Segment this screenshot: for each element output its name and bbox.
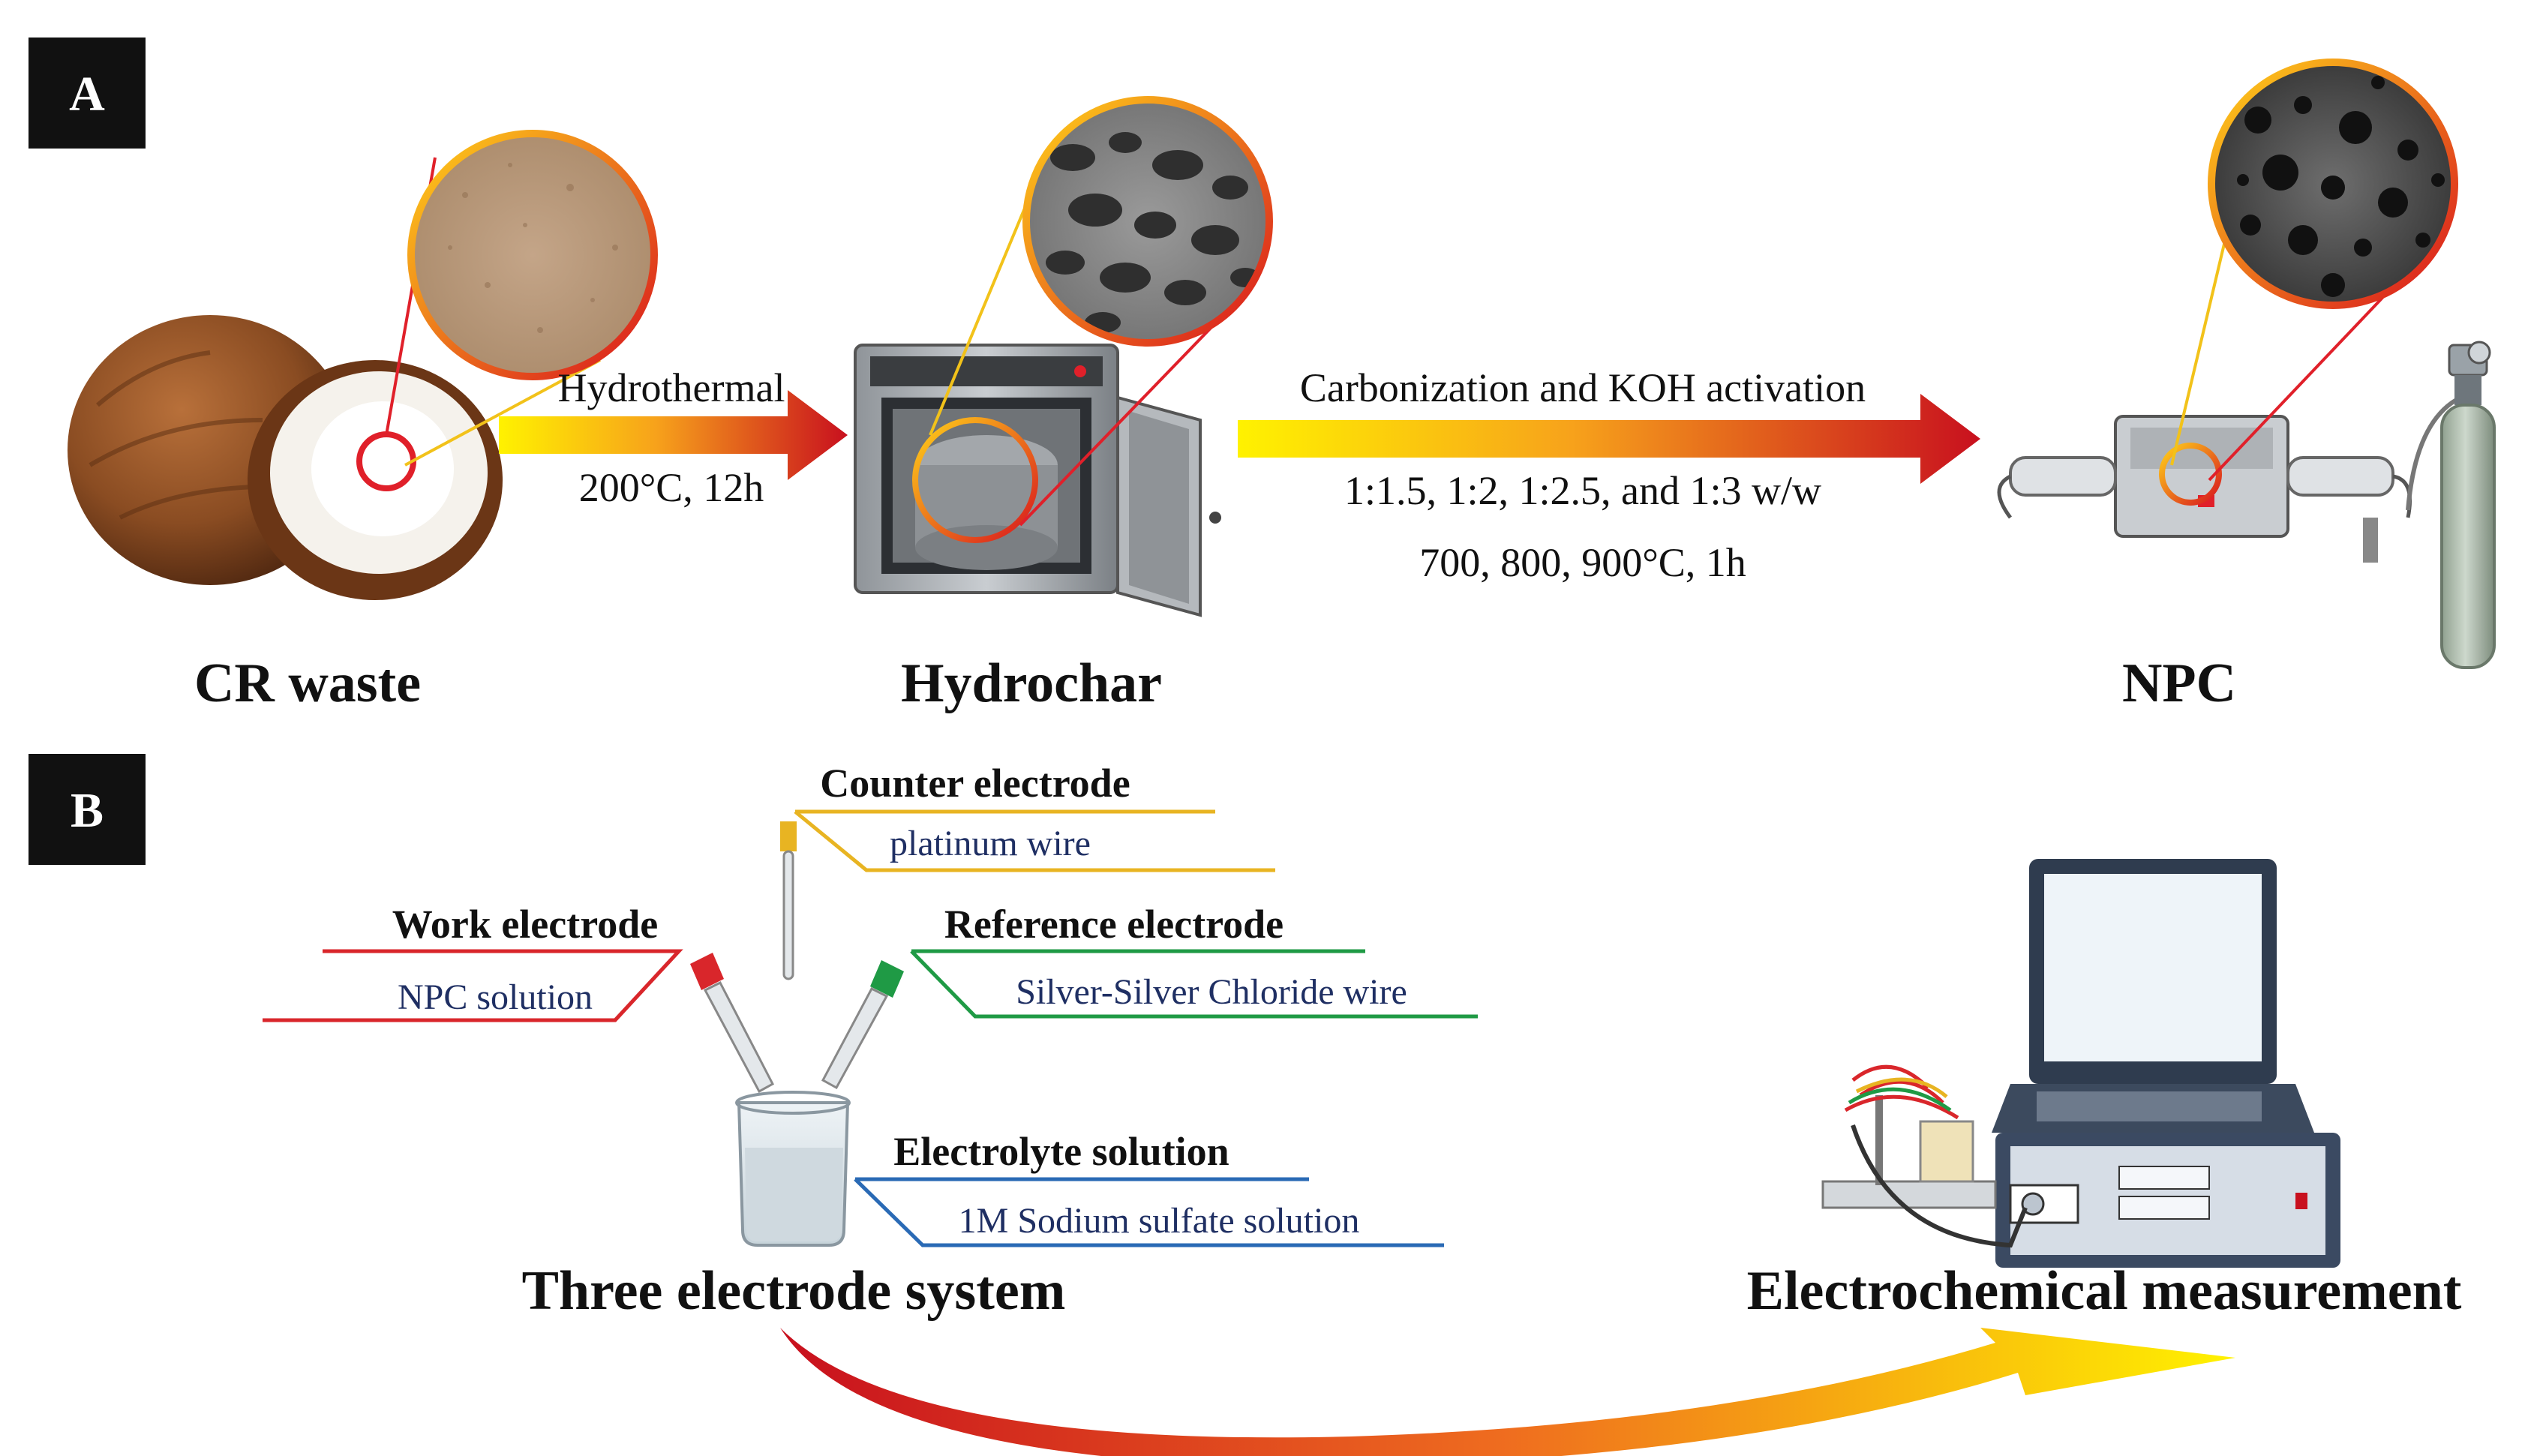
electrolyte-callout [854,1177,1444,1247]
counter-electrode-subtitle: platinum wire [890,824,1091,863]
counter-electrode-callout [794,809,1275,872]
curved-flow-arrow [780,1328,2235,1456]
work-electrode-subtitle: NPC solution [398,977,593,1017]
electrochemical-workstation-image [1821,859,2340,1268]
npc-label: NPC [2122,653,2236,714]
reference-electrode-title: Reference electrode [944,902,1284,947]
panel-b-letter: B [71,783,104,838]
electrochemical-measurement-label: Electrochemical measurement [1747,1260,2462,1322]
gas-cylinder-image [2363,341,2496,669]
cr-waste-magnified-view [385,130,658,467]
hydrothermal-label: Hydrothermal [558,365,785,410]
activation-ratios: 1:1.5, 1:2, 1:2.5, and 1:3 w/w [1344,468,1821,513]
electrolyte-subtitle: 1M Sodium sulfate solution [959,1201,1360,1241]
npc-sem-view [2170,59,2458,482]
reference-electrode-subtitle: Silver-Silver Chloride wire [1016,972,1407,1012]
activation-temperatures: 700, 800, 900°C, 1h [1419,540,1746,585]
electrolyte-title: Electrolyte solution [893,1129,1229,1174]
panel-a-letter: A [69,67,105,122]
hydrothermal-arrow [499,390,848,480]
counter-electrode-rod [780,821,797,980]
coconut-image [68,315,503,600]
counter-electrode-title: Counter electrode [820,761,1130,806]
panel-a-label: A [29,38,146,149]
work-electrode-rod [690,953,775,1094]
hydrochar-label: Hydrochar [901,653,1162,714]
panel-b-label: B [29,754,146,865]
reference-electrode-callout [910,949,1478,1019]
activation-label: Carbonization and KOH activation [1300,365,1866,410]
reference-electrode-rod [821,960,904,1090]
hydrochar-sem-view [929,96,1273,527]
activation-arrow [1238,394,1980,484]
work-electrode-title: Work electrode [392,902,658,947]
tube-furnace-image [1997,415,2412,538]
work-electrode-callout [263,949,683,1022]
hydrothermal-conditions: 200°C, 12h [579,465,764,510]
beaker-image [735,1091,851,1247]
three-electrode-system-label: Three electrode system [522,1260,1066,1322]
oven-image [854,344,1221,617]
cr-waste-label: CR waste [194,653,421,714]
